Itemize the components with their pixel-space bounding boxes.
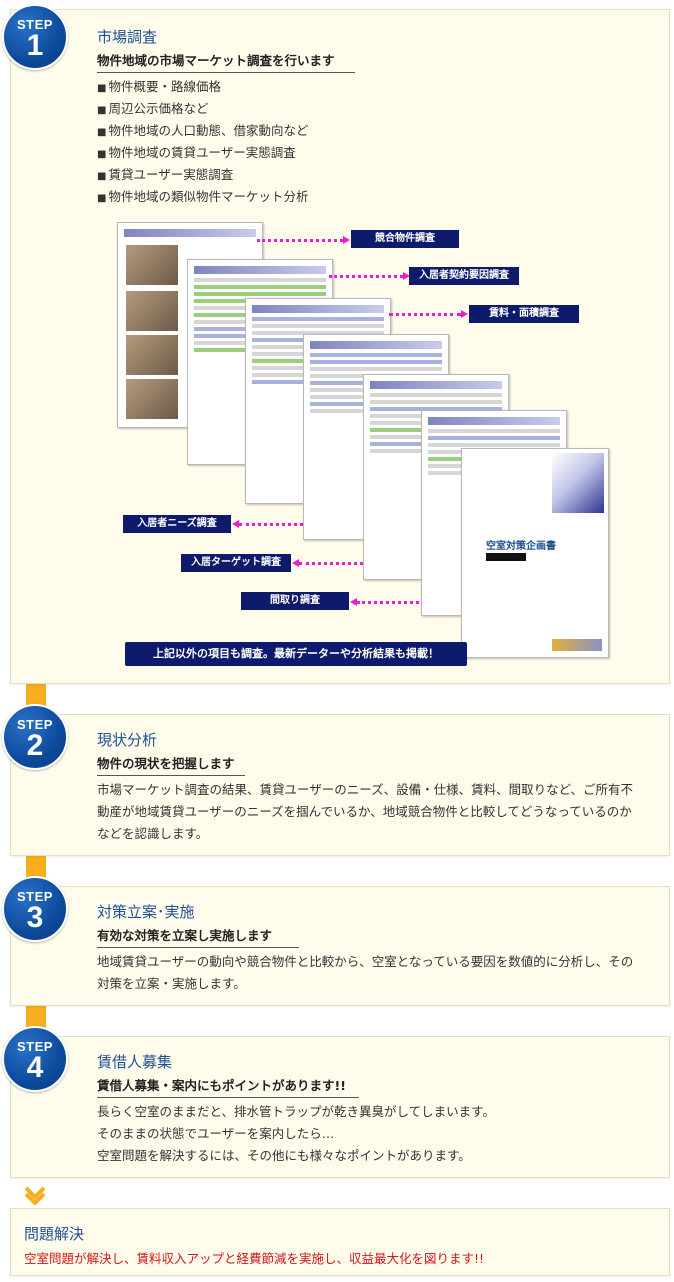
tag-needs-survey: 入居者ニーズ調査 xyxy=(123,515,231,533)
tag-target-survey: 入居ターゲット調査 xyxy=(181,554,291,572)
list-item: 物件地域の賃貸ユーザー実態調査 xyxy=(97,142,308,164)
tag-competing-survey: 競合物件調査 xyxy=(351,230,459,248)
tag-layout-survey: 間取り調査 xyxy=(241,592,349,610)
step2-badge: STEP 2 xyxy=(2,704,68,770)
more-items-banner: 上記以外の項目も調査。最新データーや分析結果も掲載！ xyxy=(125,642,467,666)
step3-title: 対策立案･実施 xyxy=(97,903,195,921)
arrow-to-needs xyxy=(232,520,303,528)
result-panel xyxy=(10,1208,670,1276)
step1-checklist: 物件概要・路線価格 周辺公示価格など 物件地域の人口動態、借家動向など 物件地域… xyxy=(97,76,308,208)
tag-rent-survey: 賃料・面積調査 xyxy=(469,305,579,323)
step1-subtitle: 物件地域の市場マーケット調査を行います xyxy=(97,50,355,73)
list-item: 物件地域の人口動態、借家動向など xyxy=(97,120,308,142)
step3-body: 地域賃貸ユーザーの動向や競合物件と比較から、空室となっている要因を数値的に分析し… xyxy=(97,954,634,991)
step4-subtitle: 賃借人募集・案内にもポイントがあります!! xyxy=(97,1075,359,1098)
step2-title: 現状分析 xyxy=(97,731,158,749)
report-cover-page: 空室対策企画書 xyxy=(461,448,609,658)
step1-title: 市場調査 xyxy=(97,28,158,46)
step4-badge: STEP 4 xyxy=(2,1026,68,1092)
cover-title: 空室対策企画書 xyxy=(486,541,556,552)
step3-badge: STEP 3 xyxy=(2,876,68,942)
step2-subtitle: 物件の現状を把握します xyxy=(97,753,245,776)
list-item: 物件地域の類似物件マーケット分析 xyxy=(97,186,308,208)
arrow-to-competing xyxy=(257,236,350,244)
arrow-to-rent xyxy=(389,310,468,318)
step4-title: 賃借人募集 xyxy=(97,1053,173,1071)
list-item: 周辺公示価格など xyxy=(97,98,308,120)
arrow-to-target xyxy=(292,559,363,567)
step4-panel: 賃借人募集 賃借人募集・案内にもポイントがあります!! 長らく空室のままだと、排… xyxy=(10,1036,670,1178)
arrow-to-layout xyxy=(350,598,419,606)
step2-body: 市場マーケット調査の結果、賃貸ユーザーのニーズ、設備・仕様、賃料、間取りなど、ご… xyxy=(97,782,634,841)
redacted-block xyxy=(486,553,526,561)
step3-subtitle: 有効な対策を立案し実施します xyxy=(97,925,299,948)
list-item: 物件概要・路線価格 xyxy=(97,76,308,98)
step4-body: 長らく空室のままだと、排水管トラップが乾き異臭がしてしまいます。 そのままの状態… xyxy=(97,1104,495,1163)
result-text: 空室問題が解決し、賃料収入アップと経費節減を実施し、収益最大化を図ります!! xyxy=(24,1251,485,1266)
step3-panel: 対策立案･実施 有効な対策を立案し実施します 地域賃貸ユーザーの動向や競合物件と… xyxy=(10,886,670,1006)
step1-badge: STEP 1 xyxy=(2,4,68,70)
tag-contract-survey: 入居者契約要因調査 xyxy=(409,267,519,285)
arrow-to-contract xyxy=(329,272,410,280)
step1-panel: 市場調査 物件地域の市場マーケット調査を行います 物件概要・路線価格 周辺公示価… xyxy=(10,9,670,684)
result-title: 問題解決 xyxy=(24,1225,85,1243)
list-item: 賃貸ユーザー実態調査 xyxy=(97,164,308,186)
chevron-down-icon xyxy=(24,1186,46,1205)
step2-panel: 現状分析 物件の現状を把握します 市場マーケット調査の結果、賃貸ユーザーのニーズ… xyxy=(10,714,670,856)
